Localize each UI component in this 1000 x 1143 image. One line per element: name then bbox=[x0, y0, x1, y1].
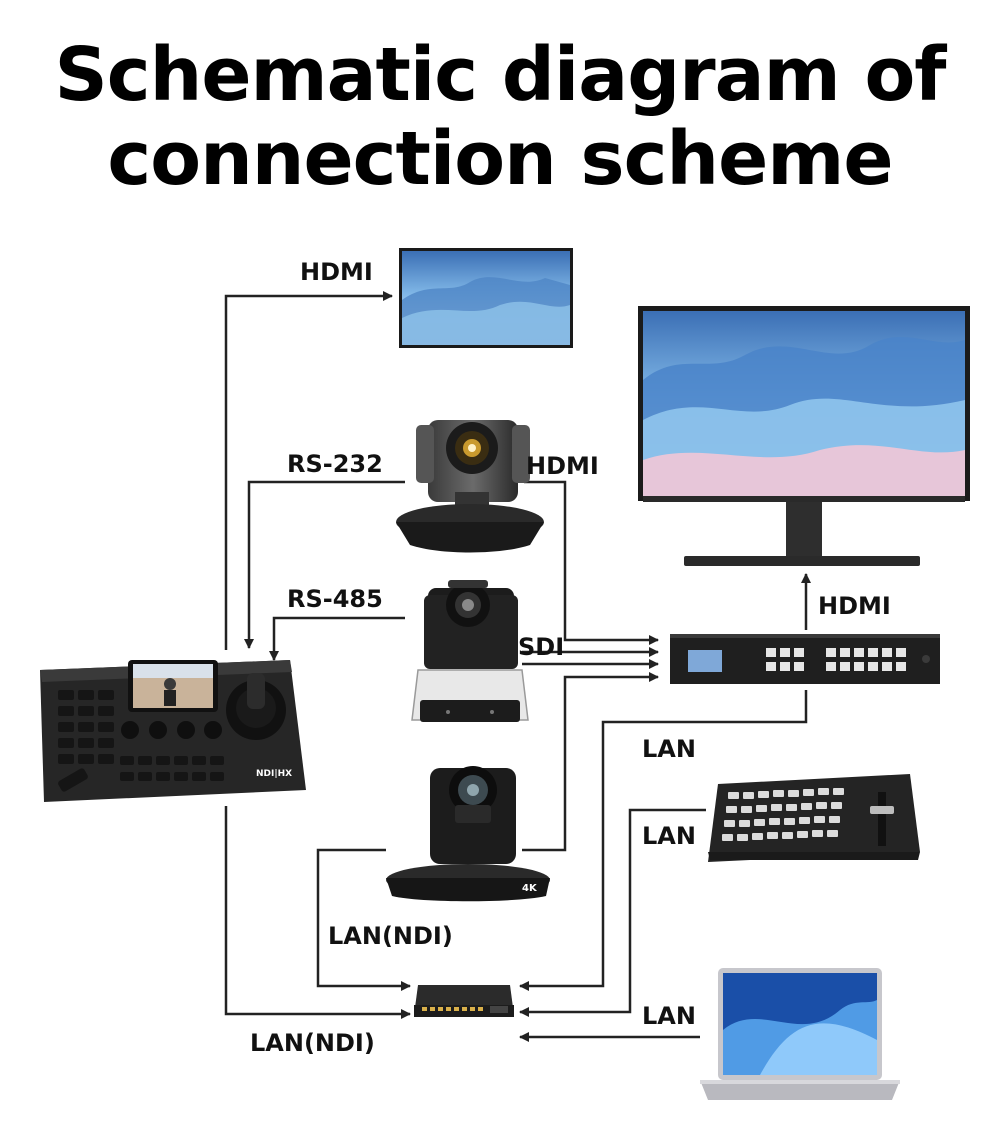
label-lan-matrix: LAN bbox=[642, 735, 696, 763]
page-title-line-1: Schematic diagram of bbox=[54, 32, 946, 118]
cam3-matrix-line bbox=[522, 672, 659, 852]
hdmi-top-line bbox=[224, 291, 393, 650]
lan-ndi-cam3-line bbox=[316, 848, 411, 991]
label-rs485: RS-485 bbox=[287, 585, 383, 613]
video-matrix bbox=[670, 634, 940, 684]
label-hdmi-monitor: HDMI bbox=[818, 592, 891, 620]
label-lan-ndi-controller: LAN(NDI) bbox=[250, 1029, 375, 1057]
large-monitor bbox=[638, 306, 970, 566]
camera3-4k-badge: 4K bbox=[522, 883, 538, 894]
label-lan-ndi-cam3: LAN(NDI) bbox=[328, 922, 453, 950]
small-tv bbox=[399, 248, 573, 348]
page-title-line-2: connection scheme bbox=[107, 116, 893, 202]
video-switcher bbox=[708, 774, 920, 862]
rs232-line bbox=[244, 480, 405, 649]
controller-ndi-badge: NDI|HX bbox=[256, 769, 292, 779]
ptz-camera-1 bbox=[396, 420, 544, 553]
rs485-line bbox=[269, 616, 405, 661]
laptop bbox=[700, 968, 900, 1100]
label-rs232: RS-232 bbox=[287, 450, 383, 478]
label-lan-switcher: LAN bbox=[642, 822, 696, 850]
ptz-controller: NDI|HX bbox=[40, 660, 306, 802]
label-hdmi-cam1: HDMI bbox=[526, 452, 599, 480]
ptz-camera-2 bbox=[411, 580, 529, 722]
ptz-camera-3: 4K bbox=[386, 766, 550, 902]
lan-switcher-line bbox=[519, 808, 706, 1017]
label-hdmi-top: HDMI bbox=[300, 258, 373, 286]
connection-labels: HDMI RS-232 HDMI RS-485 SDI HDMI LAN LAN… bbox=[250, 258, 891, 1057]
hdmi-cam1-line bbox=[524, 480, 659, 645]
label-lan-laptop: LAN bbox=[642, 1002, 696, 1030]
connection-lines bbox=[224, 291, 811, 1042]
lan-ndi-controller-line bbox=[224, 806, 411, 1019]
network-switch bbox=[414, 985, 514, 1017]
lan-matrix-line bbox=[519, 690, 808, 991]
label-sdi: SDI bbox=[518, 633, 564, 661]
